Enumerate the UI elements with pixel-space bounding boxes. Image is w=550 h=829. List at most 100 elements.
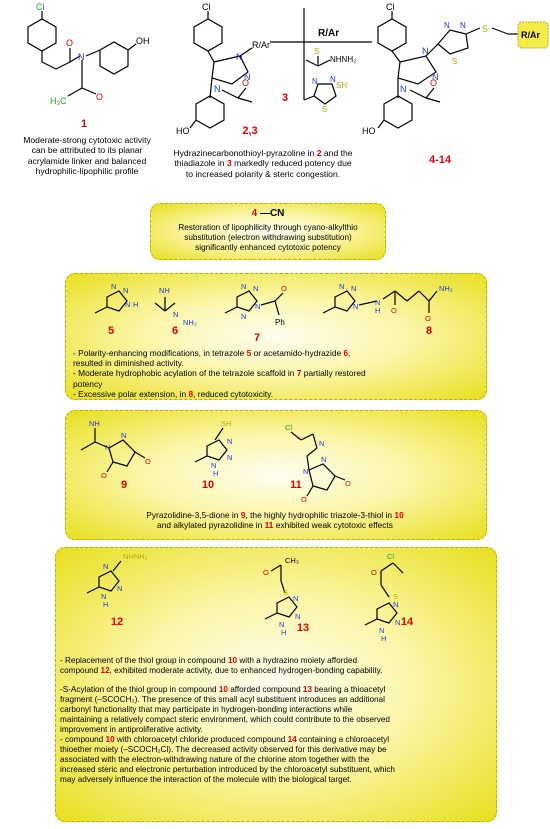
nitrogen-label: N bbox=[101, 592, 106, 601]
compound-number: 2,3 bbox=[242, 125, 258, 137]
compound-ref: 2 bbox=[316, 148, 322, 158]
oxygen-label: O bbox=[281, 284, 287, 293]
hydroxyl-label: OH bbox=[136, 36, 150, 46]
nitrogen-label: N bbox=[339, 282, 344, 291]
compound-4-heading: 4 —CN bbox=[151, 208, 385, 219]
nitrogen-label: N bbox=[241, 312, 246, 321]
note-line: - Replacement of the thiol group in comp… bbox=[60, 656, 358, 665]
nitrogen-label: N bbox=[123, 286, 128, 295]
nitrogen-label: N bbox=[312, 77, 318, 86]
nitrogen-label: N bbox=[395, 618, 400, 627]
note-line: - compound 10 with chloroacetyl chloride… bbox=[60, 735, 390, 744]
imine-label: NH bbox=[89, 419, 100, 428]
thiol-label: SH bbox=[336, 81, 347, 90]
nitrogen-label: N bbox=[121, 431, 126, 440]
nitrogen-label: N bbox=[460, 21, 466, 30]
compound-number: 1 bbox=[80, 118, 88, 130]
sulfur-label: S bbox=[482, 24, 488, 34]
structures-5-8: N N N H NH N NH₂ N N N N O Ph N N N N H … bbox=[94, 282, 453, 327]
cyano-group-label: —CN bbox=[259, 208, 285, 219]
nitrogen-label: N bbox=[111, 282, 116, 291]
nitrogen-label: N bbox=[432, 72, 439, 82]
oxygen-label: O bbox=[425, 314, 431, 323]
chlorine-label: Cl bbox=[386, 2, 395, 12]
compound-number: 13 bbox=[296, 622, 310, 634]
nitrogen-label: N bbox=[295, 612, 300, 621]
caption-text: and the thiadiazole in bbox=[174, 148, 353, 169]
phenyl-label: Ph bbox=[275, 318, 285, 327]
nitrogen-label: N bbox=[321, 455, 326, 464]
sulfur-label: S bbox=[322, 105, 327, 114]
hydrazine-label: NHNH₂ bbox=[330, 55, 356, 64]
oxygen-label: O bbox=[345, 479, 351, 488]
structures-9-11: NH N N O O SH N N N H Cl N N N O O bbox=[80, 419, 351, 502]
hydrogen-label: H bbox=[381, 634, 386, 643]
oxygen-label: O bbox=[66, 38, 73, 48]
sulfur-label: S bbox=[452, 57, 457, 66]
compound-number: 5 bbox=[107, 325, 115, 337]
nitrogen-label: N bbox=[103, 562, 108, 571]
nitrogen-label: N bbox=[293, 594, 298, 603]
hydroxyl-label: HO bbox=[176, 126, 190, 136]
note-line: - Moderate hydrophobic acylation of the … bbox=[73, 368, 366, 379]
compounds-9-11-summary: Pyrazolidine-3,5-dione in 9, the highly … bbox=[75, 510, 475, 530]
compound-number: 14 bbox=[400, 616, 414, 628]
sulfur-label: S bbox=[393, 592, 398, 601]
r-ar-highlight-box bbox=[517, 21, 549, 49]
oxygen-label: O bbox=[430, 78, 437, 88]
caption-text: Hydrazinecarbonothioyl-pyrazoline in bbox=[173, 148, 317, 158]
note-line: compound 12, exhibited moderate activity… bbox=[60, 666, 383, 675]
caption-line: Restoration of lipophilicity through cya… bbox=[178, 223, 358, 232]
nitrogen-label: N bbox=[227, 453, 232, 462]
caption-line: acrylamide linker and balanced bbox=[27, 155, 147, 166]
nitrogen-label: N bbox=[375, 298, 380, 307]
top-structures: Cl OH N O O H₃C Cl R/Ar N N N O HO R/Ar … bbox=[27, 2, 549, 136]
nitrogen-label: N bbox=[236, 52, 243, 62]
compound-23-caption: Hydrazinecarbonothioyl-pyrazoline in 2 a… bbox=[172, 148, 354, 179]
note-line: associated with the electron-withdrawing… bbox=[60, 755, 370, 764]
oxygen-label: O bbox=[301, 495, 307, 502]
nitrogen-label: N bbox=[330, 75, 336, 84]
hydrogen-label: H bbox=[281, 628, 286, 637]
nitrogen-label: N bbox=[105, 443, 110, 452]
sulfur-label: S bbox=[283, 588, 288, 597]
hydrazine-label: NHNH₂ bbox=[123, 552, 148, 561]
oxygen-label: O bbox=[145, 457, 151, 466]
imine-label: NH bbox=[159, 286, 170, 295]
compound-number: 8 bbox=[425, 325, 433, 337]
caption-line: substitution (electron withdrawing subst… bbox=[184, 233, 352, 242]
caption-line: Moderate-strong cytotoxic activity bbox=[23, 135, 151, 145]
note-line: resulted in diminished activity. bbox=[73, 358, 184, 369]
chlorine-label: Cl bbox=[36, 2, 45, 12]
note-line: increased steric and electronic perturba… bbox=[60, 765, 395, 774]
note-line: potency bbox=[73, 378, 103, 389]
panel-compound-4: 4 —CN Restoration of lipophilicity throu… bbox=[150, 203, 386, 260]
summary-line: and alkylated pyrazolidine in 11 exhibit… bbox=[157, 520, 393, 531]
hydroxyl-label: HO bbox=[362, 126, 376, 136]
nitrogen-label: N bbox=[379, 626, 384, 635]
oxygen-label: O bbox=[242, 78, 249, 88]
hydrogen-label: H bbox=[375, 306, 380, 315]
nitrogen-label: N bbox=[279, 620, 284, 629]
nitrogen-label: N bbox=[117, 584, 122, 593]
nitrogen-label: N bbox=[319, 439, 324, 448]
chlorine-label: Cl bbox=[285, 423, 292, 432]
caption-line: can be attributed to its planar bbox=[31, 145, 143, 156]
nitrogen-label: N bbox=[400, 84, 407, 94]
table-header: R/Ar bbox=[318, 28, 339, 39]
nitrogen-label: N bbox=[444, 21, 450, 30]
note-line: carbonyl functionality that may particip… bbox=[60, 705, 353, 714]
summary-line: Pyrazolidine-3,5-dione in 9, the highly … bbox=[146, 510, 404, 520]
sulfur-label: S bbox=[314, 47, 319, 56]
nitrogen-label: N bbox=[393, 600, 398, 609]
hydrogen-label: H bbox=[103, 600, 108, 609]
r-ar-label: R/Ar bbox=[521, 30, 540, 40]
amine-label: NH₂ bbox=[439, 284, 453, 293]
oxygen-label: O bbox=[263, 568, 269, 577]
structures-12-14: NHNH₂ N N N H CH₃ O S N N N H Cl O S N N… bbox=[86, 552, 404, 643]
compound-number: 11 bbox=[290, 479, 302, 491]
compounds-12-14-notes: - Replacement of the thiol group in comp… bbox=[60, 656, 492, 785]
caption-text: markedly reduced potency due to increase… bbox=[185, 158, 352, 179]
r-ar-label: R/Ar bbox=[252, 40, 270, 50]
nitrogen-label: N bbox=[422, 46, 429, 56]
